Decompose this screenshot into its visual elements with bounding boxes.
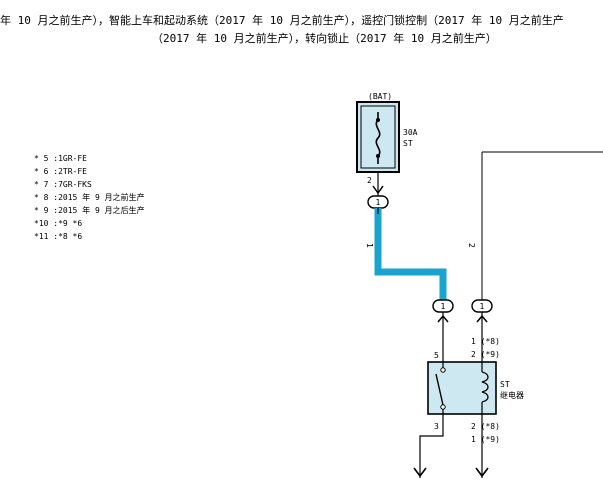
wire-mark-right: 2 bbox=[467, 243, 476, 248]
chevron-down-icon bbox=[372, 185, 384, 195]
relay-name: ST bbox=[500, 380, 510, 389]
connector-relay-left-label: 1 bbox=[441, 302, 446, 311]
relay-pin-3: 3 bbox=[434, 422, 439, 431]
note-item: * 6 :2TR-FE bbox=[34, 167, 87, 176]
chevron-up-icon bbox=[476, 314, 488, 323]
connector-fuse-label: 1 bbox=[376, 198, 381, 207]
fuse-name: ST bbox=[403, 139, 413, 148]
chevron-up-icon bbox=[437, 314, 449, 323]
note-item: * 7 :7GR-FKS bbox=[34, 180, 92, 189]
relay-coil-icon bbox=[481, 371, 489, 403]
fuse-pin-label: 2 bbox=[367, 176, 372, 185]
relay-contact-icon bbox=[440, 404, 446, 410]
note-item: * 8 :2015 年 9 月之前生产 bbox=[34, 193, 145, 202]
relay-switch-icon bbox=[435, 373, 444, 406]
note-item: * 9 :2015 年 9 月之后生产 bbox=[34, 206, 145, 215]
note-item: * 5 :1GR-FE bbox=[34, 154, 87, 163]
diagram-header: 年 10 月之前生产），智能上车和起动系统（2017 年 10 月之前生产），遥… bbox=[0, 6, 603, 46]
chevron-down-icon bbox=[413, 467, 427, 478]
fuse-terminal-icon bbox=[376, 154, 380, 158]
relay-pin-bottom-right-2: 1 (*9) bbox=[471, 435, 500, 444]
header-line-2: （2017 年 10 月之前生产），转向锁止（2017 年 10 月之前生产） bbox=[152, 32, 497, 45]
chevron-down-icon bbox=[475, 467, 489, 478]
connector-relay-right-label: 1 bbox=[480, 302, 485, 311]
fuse-st bbox=[356, 101, 400, 173]
note-item: *10 :*9 *6 bbox=[34, 219, 83, 228]
relay-st bbox=[427, 361, 497, 415]
fuse-terminal-icon bbox=[376, 118, 380, 122]
relay-pin-5: 5 bbox=[434, 351, 439, 360]
fuse-inner bbox=[360, 105, 396, 169]
wire-highlighted bbox=[374, 208, 447, 300]
notes-legend: * 5 :1GR-FE * 6 :2TR-FE * 7 :7GR-FKS * 8… bbox=[34, 152, 145, 243]
relay-pin-bottom-right-1: 2 (*8) bbox=[471, 422, 500, 431]
relay-pin-top-right-2: 2 (*9) bbox=[471, 350, 500, 359]
header-line-1: 年 10 月之前生产），智能上车和起动系统（2017 年 10 月之前生产），遥… bbox=[0, 14, 564, 27]
bat-label: (BAT) bbox=[368, 92, 392, 101]
fuse-element-icon bbox=[375, 112, 381, 164]
relay-body bbox=[427, 361, 497, 415]
fuse-rating: 30A bbox=[403, 128, 418, 137]
wire-relay-out-left bbox=[419, 414, 444, 478]
relay-label: 继电器 bbox=[500, 390, 524, 400]
relay-contact-icon bbox=[440, 367, 446, 373]
wire-mark-left: 1 bbox=[365, 243, 374, 248]
note-item: *11 :*8 *6 bbox=[34, 232, 83, 241]
relay-pin-top-right-1: 1 (*8) bbox=[471, 337, 500, 346]
